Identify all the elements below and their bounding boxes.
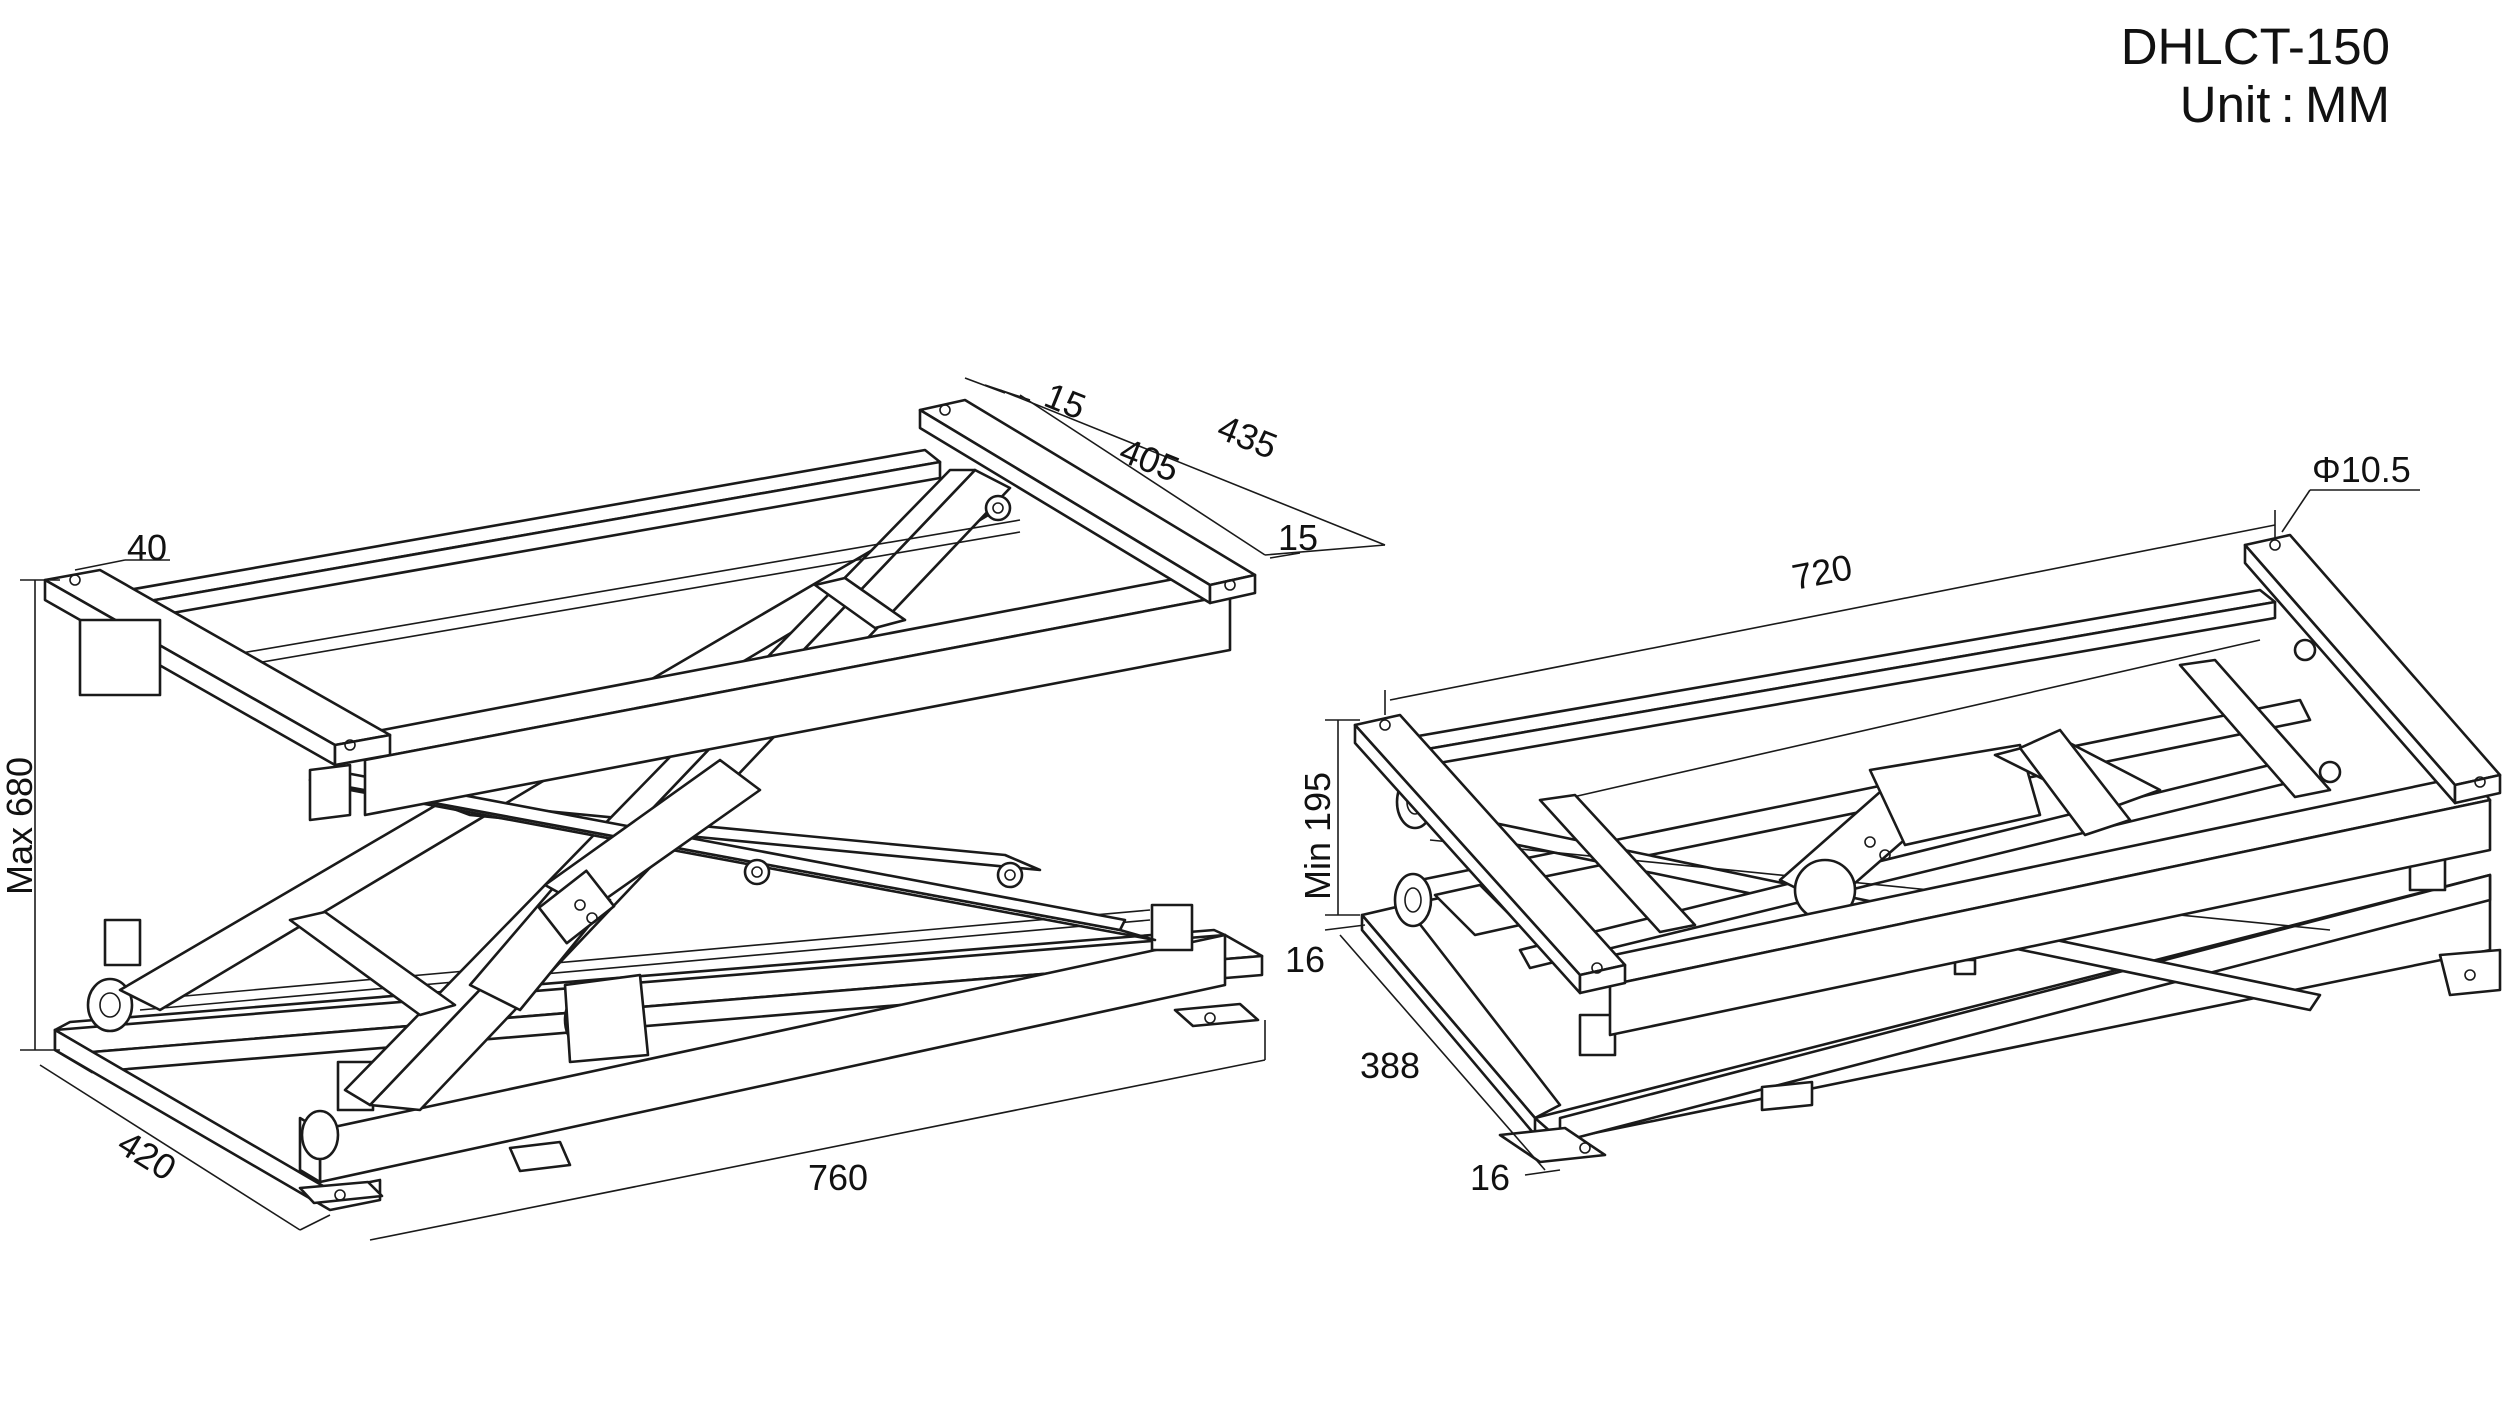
right-actuator-motor — [1778, 728, 2162, 922]
dim-top-length: 720 — [1789, 546, 1856, 598]
title-block: DHLCT-150 Unit : MM — [2121, 18, 2390, 134]
dim-top-margin-a: 15 — [1039, 374, 1091, 427]
dim-max-height: Max 680 — [0, 757, 40, 895]
left-base-frame — [53, 903, 1264, 1212]
dim-top-overall: 435 — [1212, 406, 1283, 467]
dim-base-length: 760 — [808, 1157, 868, 1198]
right-base-frame — [1360, 848, 2502, 1164]
unit-label: Unit : MM — [2179, 76, 2390, 133]
dim-end-width: 40 — [127, 527, 167, 568]
left-dimensions — [20, 377, 1386, 1241]
left-actuator-motor — [468, 758, 762, 1064]
right-dimensions — [1324, 489, 2420, 1176]
dim-base-width: 420 — [111, 1122, 184, 1189]
dim-top-inner: 405 — [1114, 429, 1185, 490]
dim-top-margin-b: 15 — [1278, 517, 1318, 558]
dim-min-height: Min 195 — [1297, 772, 1338, 900]
left-view-raised-lift: 15 435 405 15 40 Max 680 420 760 — [0, 374, 1386, 1241]
right-view-lowered-lift: Φ10.5 720 Min 195 16 388 16 — [1285, 449, 2502, 1198]
model-number: DHLCT-150 — [2120, 18, 2390, 75]
dim-margin-a: 16 — [1285, 939, 1325, 980]
dim-base-width-right: 388 — [1360, 1045, 1420, 1086]
dim-hole-diameter: Φ10.5 — [2312, 449, 2411, 490]
right-top-frame — [1353, 533, 2502, 1037]
dim-margin-b: 16 — [1470, 1157, 1510, 1198]
left-top-frame — [43, 398, 1257, 822]
